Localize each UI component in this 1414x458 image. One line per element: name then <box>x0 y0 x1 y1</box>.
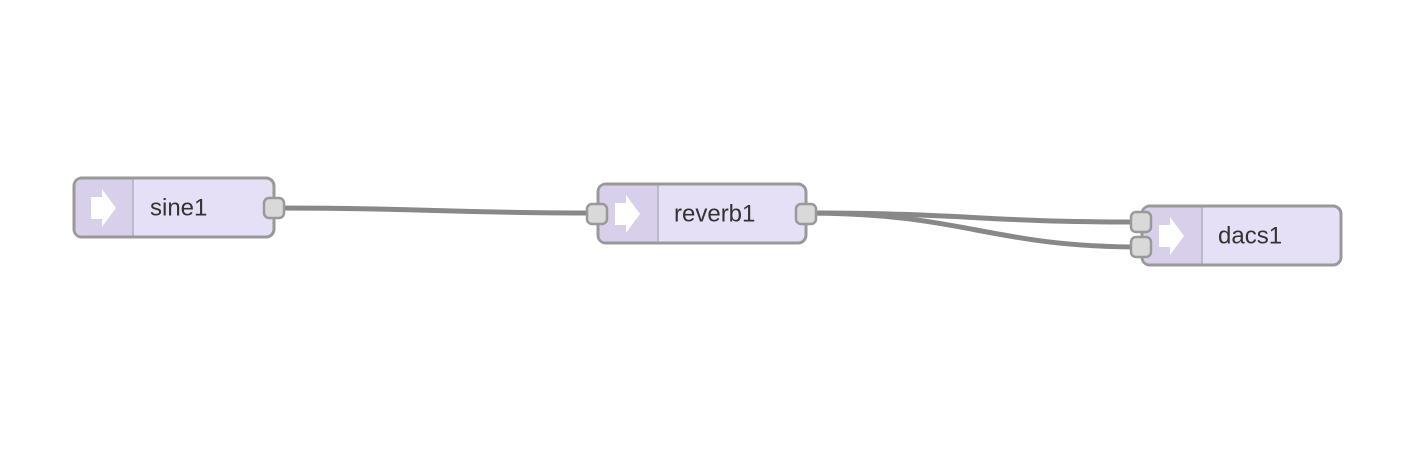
wire-sine1-to-reverb1[interactable] <box>271 205 600 216</box>
arrow-right-icon <box>615 195 640 233</box>
node-sine1-output-port[interactable] <box>262 196 286 220</box>
node-dacs1-label: dacs1 <box>1218 222 1282 249</box>
node-dacs1-input-port-2[interactable] <box>1129 235 1153 259</box>
node-reverb1-input-port[interactable] <box>585 202 609 226</box>
node-dacs1-input-port-1[interactable] <box>1129 210 1153 234</box>
arrow-right-icon <box>1159 217 1184 255</box>
node-reverb1-label: reverb1 <box>674 200 755 227</box>
arrow-right-icon <box>91 189 116 227</box>
node-sine1-label: sine1 <box>150 194 207 221</box>
wire-reverb1-to-dacs1-in2[interactable] <box>803 210 1143 250</box>
node-sine1[interactable]: sine1 <box>72 176 286 239</box>
wires-layer <box>271 205 1143 250</box>
node-reverb1[interactable]: reverb1 <box>585 182 818 245</box>
node-dacs1[interactable]: dacs1 <box>1129 204 1343 267</box>
node-reverb1-output-port[interactable] <box>794 202 818 226</box>
